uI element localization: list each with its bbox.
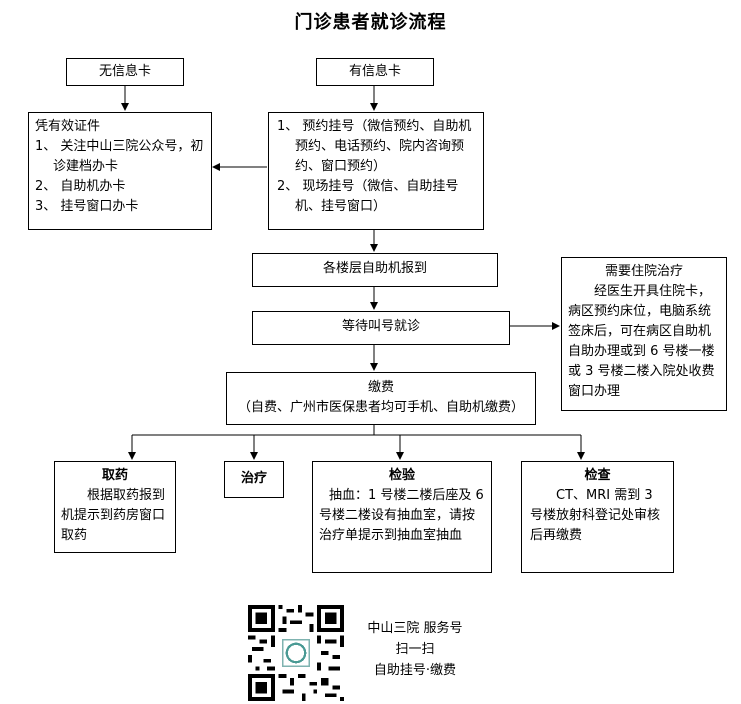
lab-text: 抽血：1 号楼二楼后座及 6 号楼二楼设有抽血室，请按治疗单提示到抽血室抽血 [319, 488, 484, 543]
has-card-step-1: 1、 预约挂号（微信预约、自助机预约、电话预约、院内咨询预约、窗口预约） [277, 119, 472, 174]
exam-text: CT、MRI 需到 3 号楼放射科登记处审核后再缴费 [530, 488, 661, 543]
inpatient-title: 需要住院治疗 [604, 264, 683, 279]
qr-line-1: 中山三院 服务号 [367, 621, 463, 636]
no-card-heading: 凭有效证件 [35, 119, 101, 134]
payment-note: （自费、广州市医保患者均可手机、自助机缴费） [237, 400, 524, 415]
treatment-title: 治疗 [240, 471, 267, 486]
no-card-steps: 凭有效证件 1、 关注中山三院公众号，初诊建档办卡 2、 自助机办卡 3、 挂号… [28, 112, 212, 230]
lab-title: 检验 [388, 468, 415, 483]
exam-box: 检查 CT、MRI 需到 3 号楼放射科登记处审核后再缴费 [521, 461, 674, 573]
treatment-box: 治疗 [224, 461, 284, 498]
payment-box: 缴费 （自费、广州市医保患者均可手机、自助机缴费） [226, 372, 536, 425]
has-card-steps: 1、 预约挂号（微信预约、自助机预约、电话预约、院内咨询预约、窗口预约） 2、 … [268, 112, 484, 230]
medicine-box: 取药 根据取药报到机提示到药房窗口取药 [54, 461, 176, 553]
no-card-box: 无信息卡 [66, 58, 184, 86]
checkin-label: 各楼层自助机报到 [322, 261, 427, 276]
no-card-step-2: 2、 自助机办卡 [35, 179, 126, 194]
lab-box: 检验 抽血：1 号楼二楼后座及 6 号楼二楼设有抽血室，请按治疗单提示到抽血室抽… [312, 461, 492, 573]
inpatient-box: 需要住院治疗 经医生开具住院卡，病区预约床位，电脑系统签床后，可在病区自助机自助… [561, 257, 727, 411]
qr-line-3: 自助挂号·缴费 [373, 663, 457, 678]
payment-title: 缴费 [367, 380, 394, 395]
inpatient-text: 经医生开具住院卡，病区预约床位，电脑系统签床后，可在病区自助机自助办理或到 6 … [568, 284, 715, 399]
service-qr-code[interactable] [248, 605, 344, 701]
no-card-step-3: 3、 挂号窗口办卡 [35, 199, 139, 214]
exam-title: 检查 [584, 468, 611, 483]
has-card-box: 有信息卡 [316, 58, 434, 86]
wait-label: 等待叫号就诊 [341, 319, 420, 334]
no-card-step-1: 1、 关注中山三院公众号，初诊建档办卡 [35, 139, 204, 174]
no-card-label: 无信息卡 [98, 64, 151, 79]
medicine-title: 取药 [101, 468, 128, 483]
page-title: 门诊患者就诊流程 [294, 12, 447, 33]
qr-caption: 中山三院 服务号 扫一扫 自助挂号·缴费 [350, 618, 480, 681]
medicine-text: 根据取药报到机提示到药房窗口取药 [61, 488, 166, 543]
qr-line-2: 扫一扫 [395, 642, 435, 657]
has-card-step-2: 2、 现场挂号（微信、自助挂号机、挂号窗口） [277, 179, 459, 214]
wait-box: 等待叫号就诊 [252, 311, 510, 345]
checkin-box: 各楼层自助机报到 [252, 253, 498, 287]
has-card-label: 有信息卡 [348, 64, 401, 79]
